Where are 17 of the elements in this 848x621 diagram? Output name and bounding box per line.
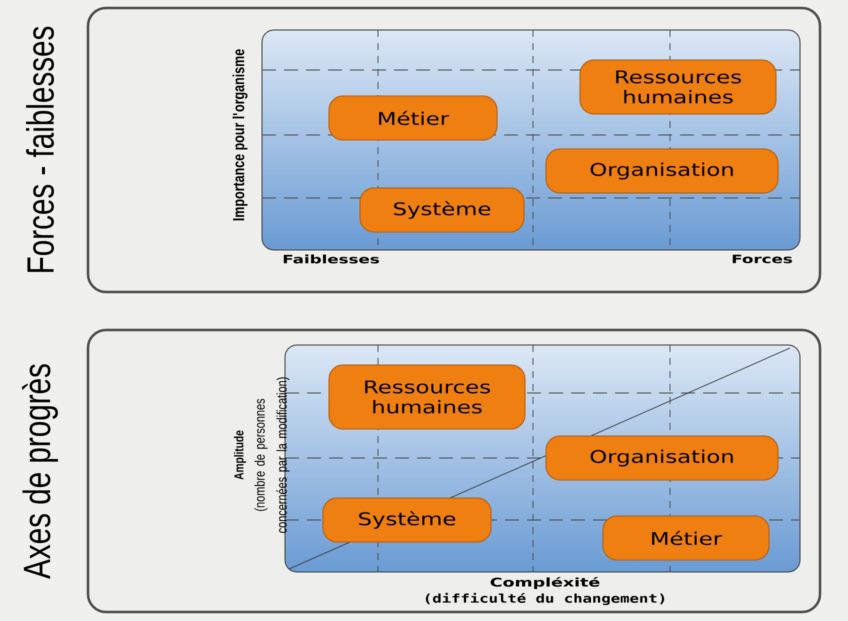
panel-title: Forces - faiblesses: [26, 26, 54, 272]
axis-label: Forces: [732, 254, 792, 264]
axis-note: (difficulté du changement): [426, 592, 664, 606]
category-bubble: Système: [322, 498, 492, 542]
category-bubble: Organisation: [546, 148, 778, 194]
axis-label: Amplitude: [234, 430, 246, 480]
axis-label: Faiblesses: [284, 254, 379, 264]
axis-note: (nombre de personnes concernées par la modification): [254, 377, 290, 533]
category-bubble: Métier: [328, 96, 498, 140]
axis-label: Compléxité: [490, 576, 600, 590]
axis-label: Importance pour l'organisme: [232, 49, 248, 220]
panel-title: Axes de progrès: [22, 364, 58, 579]
category-bubble: Système: [360, 188, 524, 232]
category-bubble: Ressources humaines: [328, 364, 526, 430]
category-bubble: Métier: [602, 516, 770, 560]
category-bubble: Organisation: [546, 436, 778, 480]
category-bubble: Ressources humaines: [580, 60, 776, 114]
